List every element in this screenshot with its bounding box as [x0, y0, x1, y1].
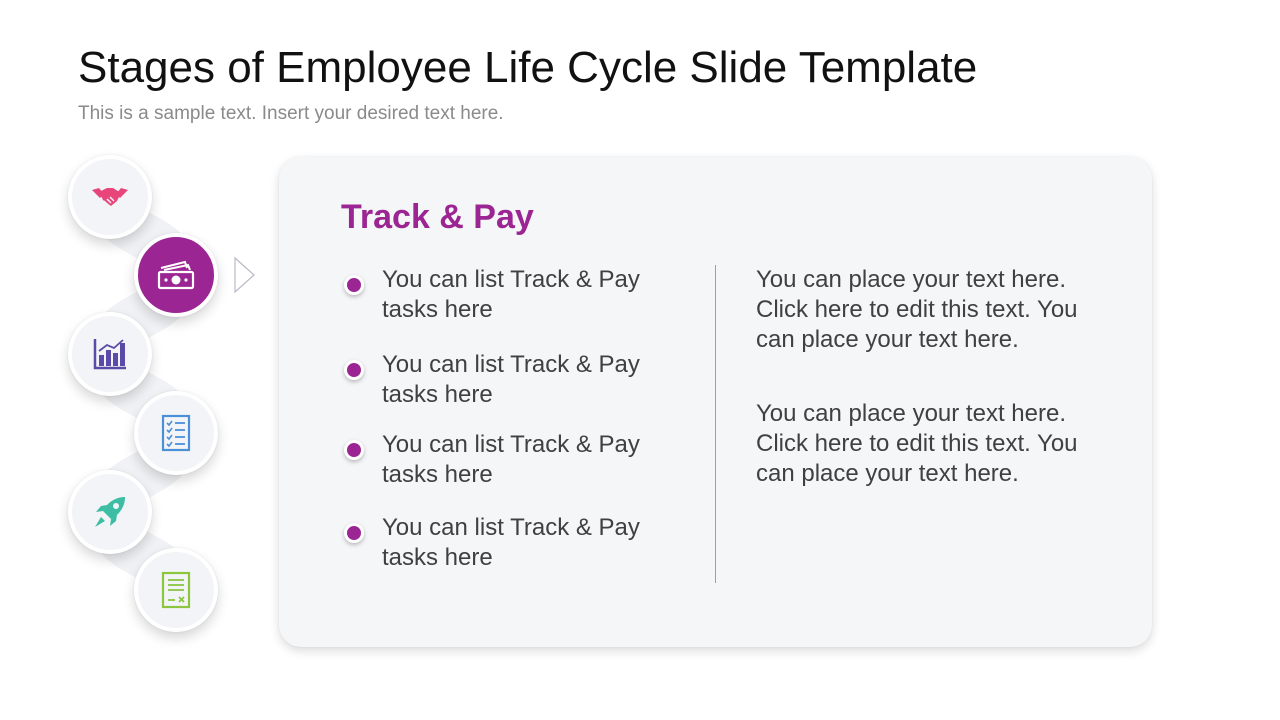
- paragraph-1[interactable]: You can place your text here. Click here…: [756, 266, 1078, 353]
- stage-growth[interactable]: [68, 470, 152, 554]
- slide-title[interactable]: Stages of Employee Life Cycle Slide Temp…: [78, 43, 978, 92]
- stage-performance[interactable]: [68, 312, 152, 396]
- bullet-text[interactable]: You can list Track & Pay tasks here: [382, 514, 640, 571]
- stage-review[interactable]: [134, 391, 218, 475]
- stage-onboard[interactable]: [68, 155, 152, 239]
- stage-chain: [60, 150, 240, 650]
- money-icon: [157, 260, 195, 290]
- bullet-dot: [344, 523, 364, 543]
- bullet-dot: [344, 440, 364, 460]
- rocket-icon: [95, 497, 125, 527]
- bullet-text[interactable]: You can list Track & Pay tasks here: [382, 351, 640, 408]
- bullet-text[interactable]: You can list Track & Pay tasks here: [382, 266, 640, 323]
- stage-exit[interactable]: [134, 548, 218, 632]
- pointer-arrow-icon: [234, 256, 255, 294]
- bullet-text[interactable]: You can list Track & Pay tasks here: [382, 431, 640, 488]
- column-divider: [715, 265, 716, 583]
- content-card: Track & Pay You can list Track & Pay tas…: [279, 157, 1152, 647]
- card-title[interactable]: Track & Pay: [341, 198, 534, 236]
- slide-subtitle[interactable]: This is a sample text. Insert your desir…: [78, 103, 504, 124]
- handshake-icon: [92, 188, 128, 206]
- checklist-icon: [161, 414, 191, 452]
- bullet-dot: [344, 275, 364, 295]
- paragraph-2[interactable]: You can place your text here. Click here…: [756, 400, 1078, 487]
- bullet-dot: [344, 360, 364, 380]
- document-icon: [161, 571, 191, 609]
- stage-track-pay[interactable]: [134, 233, 218, 317]
- bar-chart-icon: [93, 339, 126, 370]
